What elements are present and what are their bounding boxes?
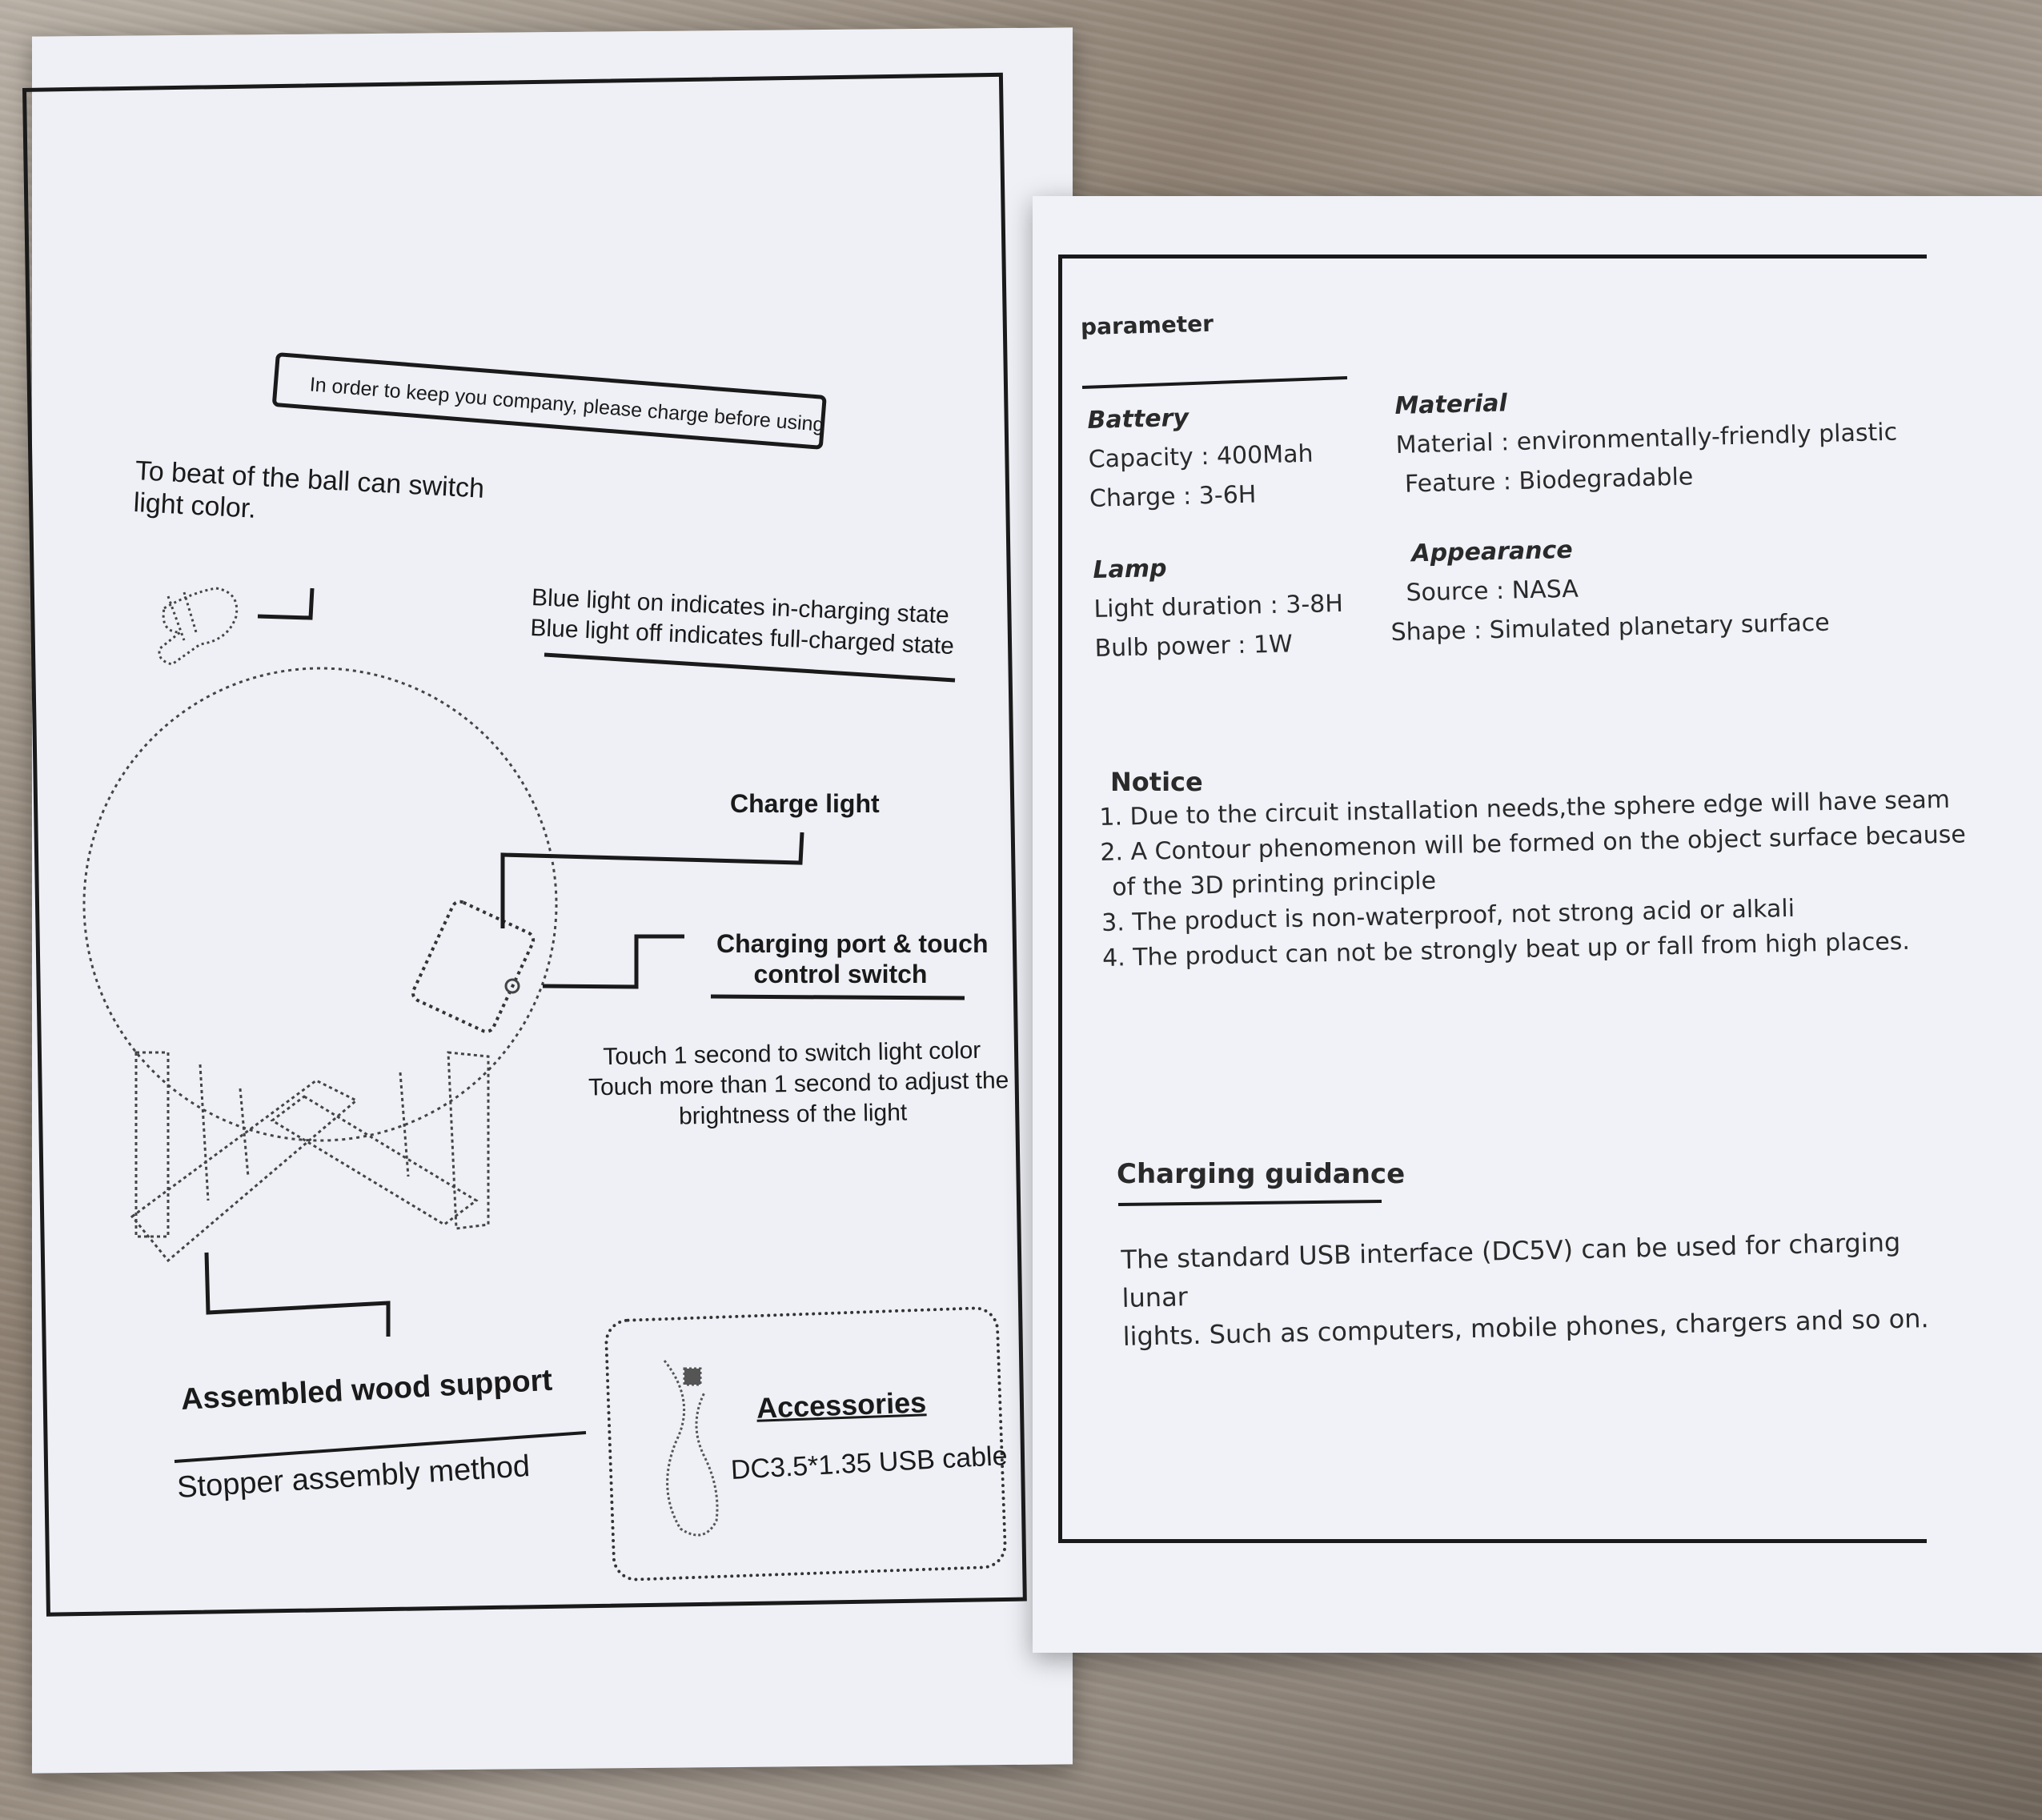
material-material: Material : environmentally-friendly plas… bbox=[1395, 418, 1898, 459]
lamp-duration: Light duration : 3-8H bbox=[1093, 589, 1344, 623]
right-page bbox=[1033, 196, 2042, 1653]
appearance-source: Source : NASA bbox=[1406, 575, 1579, 607]
battery-section: Battery Capacity : 400Mah Charge : 3-6H bbox=[1087, 401, 1314, 513]
charge-light-label: Charge light bbox=[730, 789, 880, 818]
lamp-bulb: Bulb power : 1W bbox=[1094, 630, 1294, 663]
accessories-title: Accessories bbox=[756, 1385, 927, 1425]
right-page-frame bbox=[1058, 255, 1927, 1543]
material-section: Material Material : environmentally-frie… bbox=[1394, 379, 1899, 499]
port-line-2: control switch bbox=[753, 960, 928, 988]
notice-list: 1. Due to the circuit installation needs… bbox=[1099, 782, 1968, 976]
lamp-section: Lamp Light duration : 3-8H Bulb power : … bbox=[1093, 551, 1344, 663]
lamp-title: Lamp bbox=[1093, 554, 1167, 584]
battery-title: Battery bbox=[1087, 403, 1189, 435]
charging-port-label: Charging port & touch control switch bbox=[716, 928, 989, 989]
appearance-section: Appearance Source : NASA Shape : Simulat… bbox=[1389, 531, 1830, 647]
port-line-1: Charging port & touch bbox=[716, 929, 989, 958]
charging-guidance-body: The standard USB interface (DC5V) can be… bbox=[1121, 1221, 1964, 1356]
battery-charge: Charge : 3-6H bbox=[1089, 480, 1257, 513]
battery-capacity: Capacity : 400Mah bbox=[1088, 439, 1314, 474]
notice-title: Notice bbox=[1110, 767, 1203, 797]
parameter-title: parameter bbox=[1080, 310, 1214, 341]
touch-instructions: Touch 1 second to switch light color Tou… bbox=[588, 1036, 1009, 1134]
charging-guidance-title: Charging guidance bbox=[1117, 1158, 1406, 1190]
